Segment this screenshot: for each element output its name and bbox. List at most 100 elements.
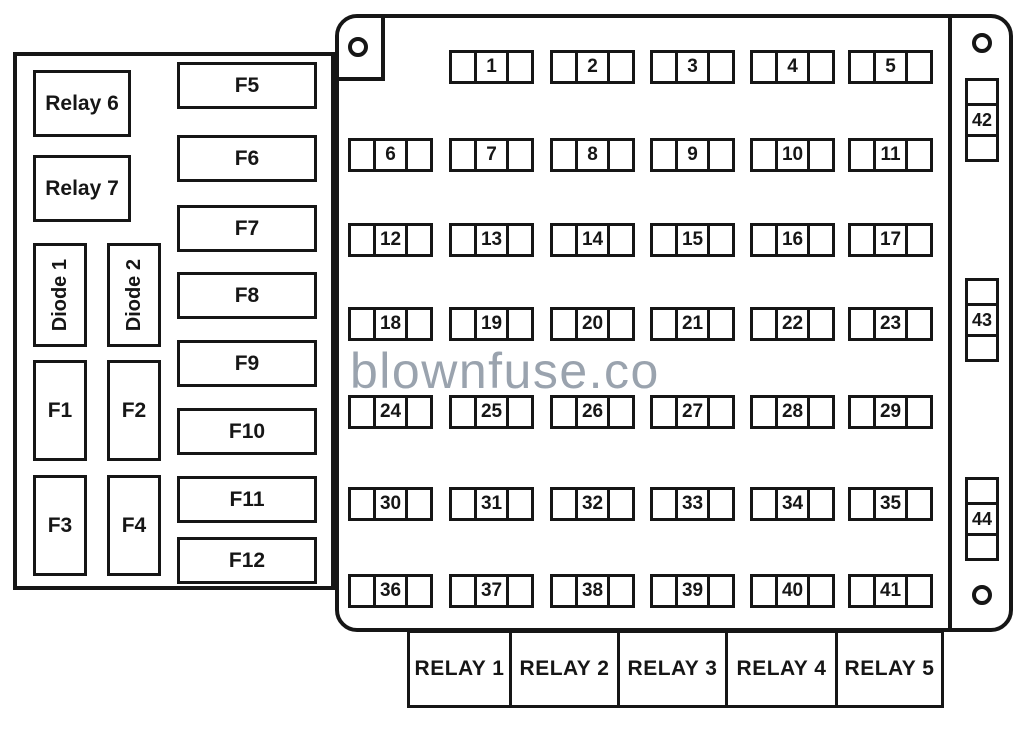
fuse-cell [851,398,873,426]
fuse-cell [810,490,832,518]
fuse-number: 11 [873,141,908,169]
fuse-number: 40 [775,577,810,605]
fuse-number: 43 [968,303,996,337]
fuse-20-box: 20 [550,307,635,341]
fuse-cell [653,141,675,169]
fuse-number: 19 [474,310,509,338]
fuse-cell [810,577,832,605]
fuse-cell [710,398,732,426]
fuse-cell [968,480,996,502]
fuse-34-box: 34 [750,487,835,521]
fuse-f5-box: F5 [177,62,317,109]
fuse-number: 30 [373,490,408,518]
fuse-30-box: 30 [348,487,433,521]
fuse-number: 42 [968,103,996,137]
fuse-f1-box: F1 [33,360,87,461]
relay-relay-7-box: Relay 7 [33,155,131,222]
fuse-cell [610,226,632,254]
mounting-hole-icon [972,585,992,605]
fuse-cell [509,577,531,605]
fuse-cell [452,577,474,605]
fuse-cell [452,398,474,426]
fuse-box-label: F5 [234,73,260,97]
fuse-9-box: 9 [650,138,735,172]
fuse-box-label: F12 [228,548,266,572]
fuse-41-box: 41 [848,574,933,608]
fuse-cell [553,398,575,426]
fuse-cell [908,490,930,518]
fuse-cell [968,81,996,103]
relay-box-label: Relay 6 [45,91,119,115]
fuse-f11-box: F11 [177,476,317,523]
fuse-cell [753,53,775,81]
fuse-cell [908,53,930,81]
fuse-36-box: 36 [348,574,433,608]
fuse-number: 18 [373,310,408,338]
fuse-number: 2 [575,53,610,81]
fuse-cell [452,490,474,518]
fuse-cell [553,226,575,254]
diode-box-label: Diode 1 [48,258,71,332]
fuse-cell [710,577,732,605]
fuse-f9-box: F9 [177,340,317,387]
fuse-box-label: F7 [234,216,260,240]
fuse-cell [553,310,575,338]
fuse-31-box: 31 [449,487,534,521]
fuse-22-box: 22 [750,307,835,341]
relay-slot-4: RELAY 4 [725,630,838,708]
fuse-cell [408,310,430,338]
fuse-cell [351,490,373,518]
relay-slot-label: RELAY 3 [627,657,718,680]
fuse-cell [610,53,632,81]
relay-slot-label: RELAY 5 [844,657,935,680]
watermark-text: blownfuse.co [350,343,660,399]
fuse-cell [810,141,832,169]
fuse-f3-box: F3 [33,475,87,576]
fuse-cell [610,398,632,426]
fuse-cell [968,281,996,303]
fuse-f12-box: F12 [177,537,317,584]
fuse-14-box: 14 [550,223,635,257]
relay-relay-6-box: Relay 6 [33,70,131,137]
fuse-cell [710,53,732,81]
fuse-cell [753,577,775,605]
relay-slot-label: RELAY 4 [736,657,827,680]
fuse-box-label: F3 [47,513,73,537]
fuse-cell [509,398,531,426]
fuse-25-box: 25 [449,395,534,429]
fuse-number: 24 [373,398,408,426]
fuse-number: 13 [474,226,509,254]
fuse-cell [851,310,873,338]
fuse-11-box: 11 [848,138,933,172]
fuse-cell [610,310,632,338]
fuse-number: 35 [873,490,908,518]
fuse-f6-box: F6 [177,135,317,182]
fuse-number: 22 [775,310,810,338]
fuse-5-box: 5 [848,50,933,84]
fuse-cell [810,53,832,81]
fuse-18-box: 18 [348,307,433,341]
fuse-cell [553,141,575,169]
fuse-cell [408,398,430,426]
fuse-23-box: 23 [848,307,933,341]
fuse-cell [452,141,474,169]
fuse-19-box: 19 [449,307,534,341]
fuse-cell [509,226,531,254]
fuse-cell [408,577,430,605]
fuse-number: 32 [575,490,610,518]
fuse-37-box: 37 [449,574,534,608]
fuse-27-box: 27 [650,395,735,429]
fuse-f4-box: F4 [107,475,161,576]
fuse-cell [653,577,675,605]
fuse-cell [351,398,373,426]
fuse-3-box: 3 [650,50,735,84]
fuse-cell [851,53,873,81]
fuse-cell [553,490,575,518]
fuse-number: 16 [775,226,810,254]
fuse-box-label: F4 [121,513,147,537]
fuse-cell [653,53,675,81]
fuse-40-box: 40 [750,574,835,608]
fuse-cell [610,490,632,518]
fuse-cell [710,226,732,254]
